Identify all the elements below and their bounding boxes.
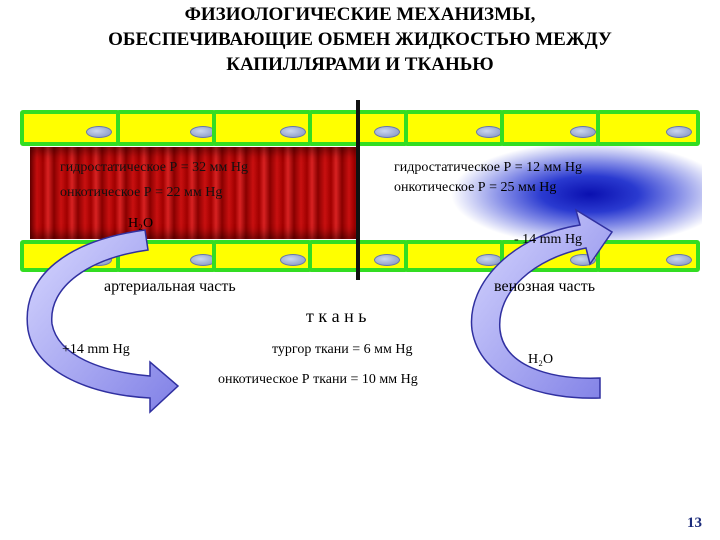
cell-nucleus <box>666 126 692 138</box>
arterial-section-label: артериальная часть <box>104 278 236 295</box>
cell-nucleus <box>86 126 112 138</box>
title-line-1: ФИЗИОЛОГИЧЕСКИЕ МЕХАНИЗМЫ, <box>184 4 536 25</box>
endothelial-cell <box>596 240 700 272</box>
cell-nucleus <box>570 126 596 138</box>
slide-title: ФИЗИОЛОГИЧЕСКИЕ МЕХАНИЗМЫ, ОБЕСПЕЧИВАЮЩИ… <box>0 2 720 77</box>
tissue-turgor: тургор ткани = 6 мм Hg <box>272 342 413 357</box>
cell-nucleus <box>374 254 400 266</box>
page-number: 13 <box>687 515 702 531</box>
endothelial-cell <box>212 110 312 146</box>
venous-hydrostatic-pressure: гидростатическое Р = 12 мм Hg <box>394 160 582 175</box>
filtration-arrow <box>26 229 180 414</box>
arterial-water-label: Н₂О <box>128 216 154 231</box>
venous-water-label: Н₂О <box>528 352 554 367</box>
cell-nucleus <box>280 126 306 138</box>
arterial-blood-region <box>30 147 360 239</box>
arterial-net-pressure: +14 mm Hg <box>62 342 130 357</box>
endothelial-cell <box>500 110 600 146</box>
cell-nucleus <box>666 254 692 266</box>
title-line-2: ОБЕСПЕЧИВАЮЩИЕ ОБМЕН ЖИДКОСТЬЮ МЕЖДУ <box>108 29 612 50</box>
venous-net-pressure: - 14 mm Hg <box>514 232 583 247</box>
arterial-oncotic-pressure: онкотическое Р = 22 мм Hg <box>60 185 223 200</box>
endothelial-cell <box>20 110 120 146</box>
venous-section-label: венозная часть <box>494 278 596 295</box>
reabsorption-arrow <box>470 208 614 399</box>
capillary-wall-top <box>20 110 700 146</box>
venous-oncotic-pressure: онкотическое Р = 25 мм Hg <box>394 180 557 195</box>
cell-nucleus <box>374 126 400 138</box>
venous-blood-region <box>372 138 702 246</box>
title-line-3: КАПИЛЛЯРАМИ И ТКАНЬЮ <box>226 54 494 75</box>
tissue-oncotic-pressure: онкотическое Р ткани = 10 мм Hg <box>218 372 418 387</box>
endothelial-cell <box>212 240 312 272</box>
arterial-hydrostatic-pressure: гидростатическое Р = 32 мм Hg <box>60 160 248 175</box>
arterial-venous-divider <box>356 100 360 280</box>
tissue-label: т к а н ь <box>306 306 367 326</box>
endothelial-cell <box>404 240 504 272</box>
endothelial-cell <box>596 110 700 146</box>
cell-nucleus <box>280 254 306 266</box>
